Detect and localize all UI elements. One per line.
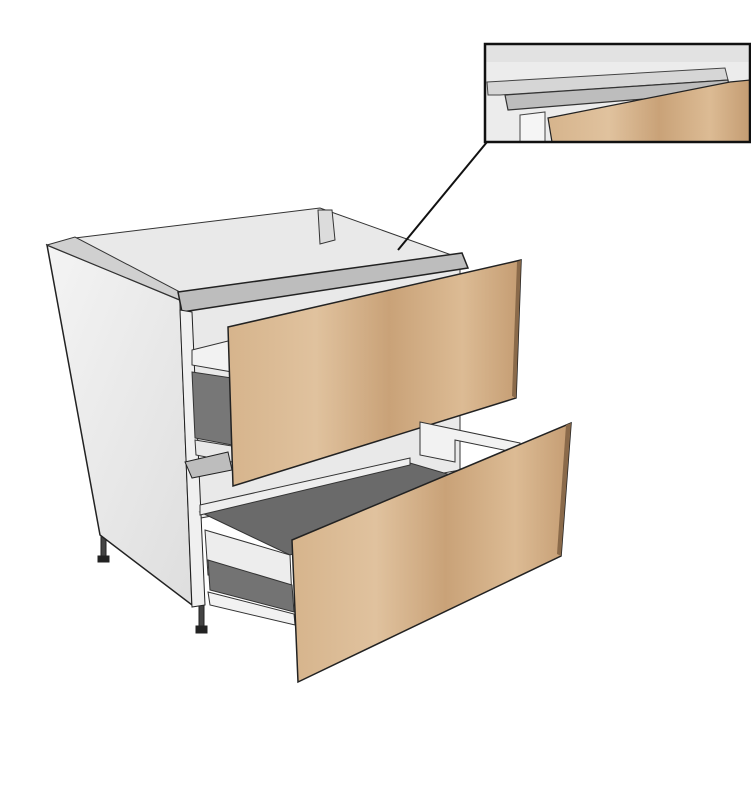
lower-drawer-front-edge: [557, 423, 571, 556]
cabinet-mid-rail: [184, 451, 233, 479]
upper-drawer-box: [191, 339, 233, 463]
cabinet-top-rail: [177, 252, 470, 313]
cabinet-back-notch: [317, 209, 336, 245]
cabinet-front-edge: [179, 309, 206, 608]
detail-inset: [483, 42, 751, 144]
upper-drawer-front-edge: [512, 260, 521, 398]
cabinet-side-panel: [46, 243, 193, 607]
callout-line: [397, 141, 488, 251]
lower-drawer-box: [198, 421, 521, 626]
